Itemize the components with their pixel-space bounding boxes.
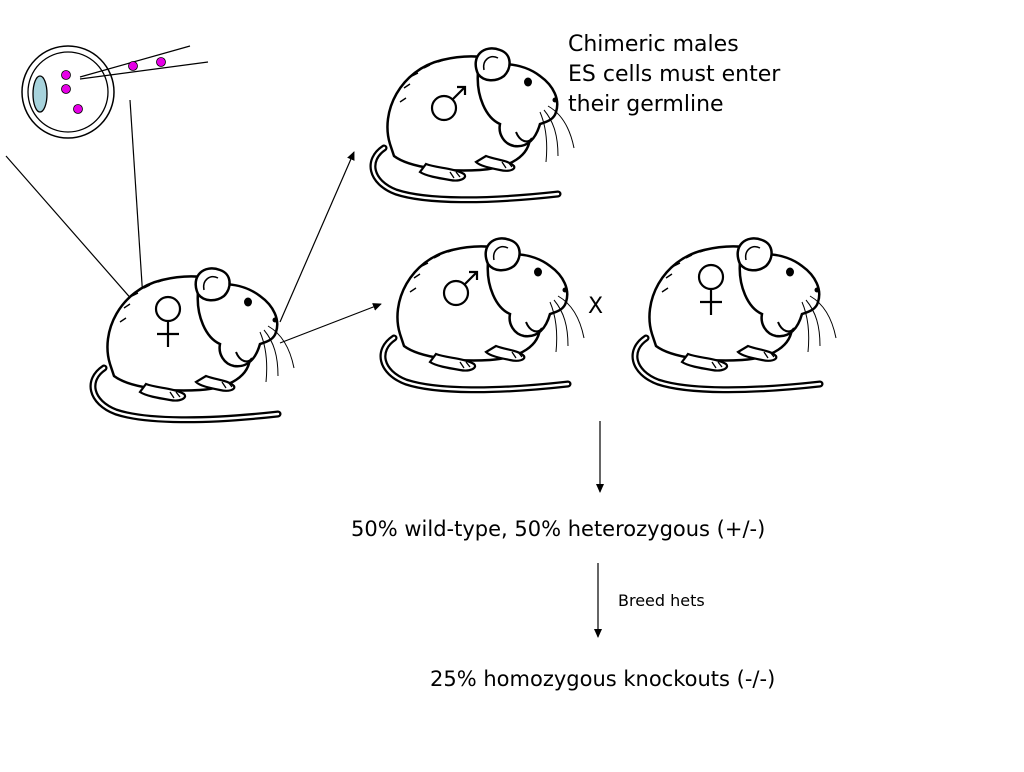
- chimera-caption: Chimeric males ES cells must enter their g…: [568, 30, 780, 120]
- cross-symbol: X: [588, 294, 604, 319]
- blastocyst-icon: [21, 45, 115, 139]
- foster-female-mouse: [93, 268, 294, 419]
- injection-pipette: [79, 45, 209, 80]
- es-cells-label: ES cells must enter: [568, 62, 781, 87]
- first-generation-label: 50% wild-type, 50% heterozygous (+/-): [351, 517, 766, 541]
- second-generation-label: 25% homozygous knockouts (-/-): [430, 667, 776, 691]
- arrow-to-chimera-bottom: [279, 303, 382, 344]
- chimeric-male-mouse-bottom: [383, 238, 584, 389]
- chimeric-male-mouse-top: [373, 48, 574, 199]
- arrow-to-chimera-top: [279, 151, 355, 323]
- chimeric-males-label: Chimeric males: [568, 32, 739, 57]
- transfer-line: [5, 155, 149, 319]
- breed-hets-label: Breed hets: [618, 591, 705, 610]
- wild-type-female-mouse: [635, 238, 836, 389]
- germline-label: their germline: [568, 92, 724, 117]
